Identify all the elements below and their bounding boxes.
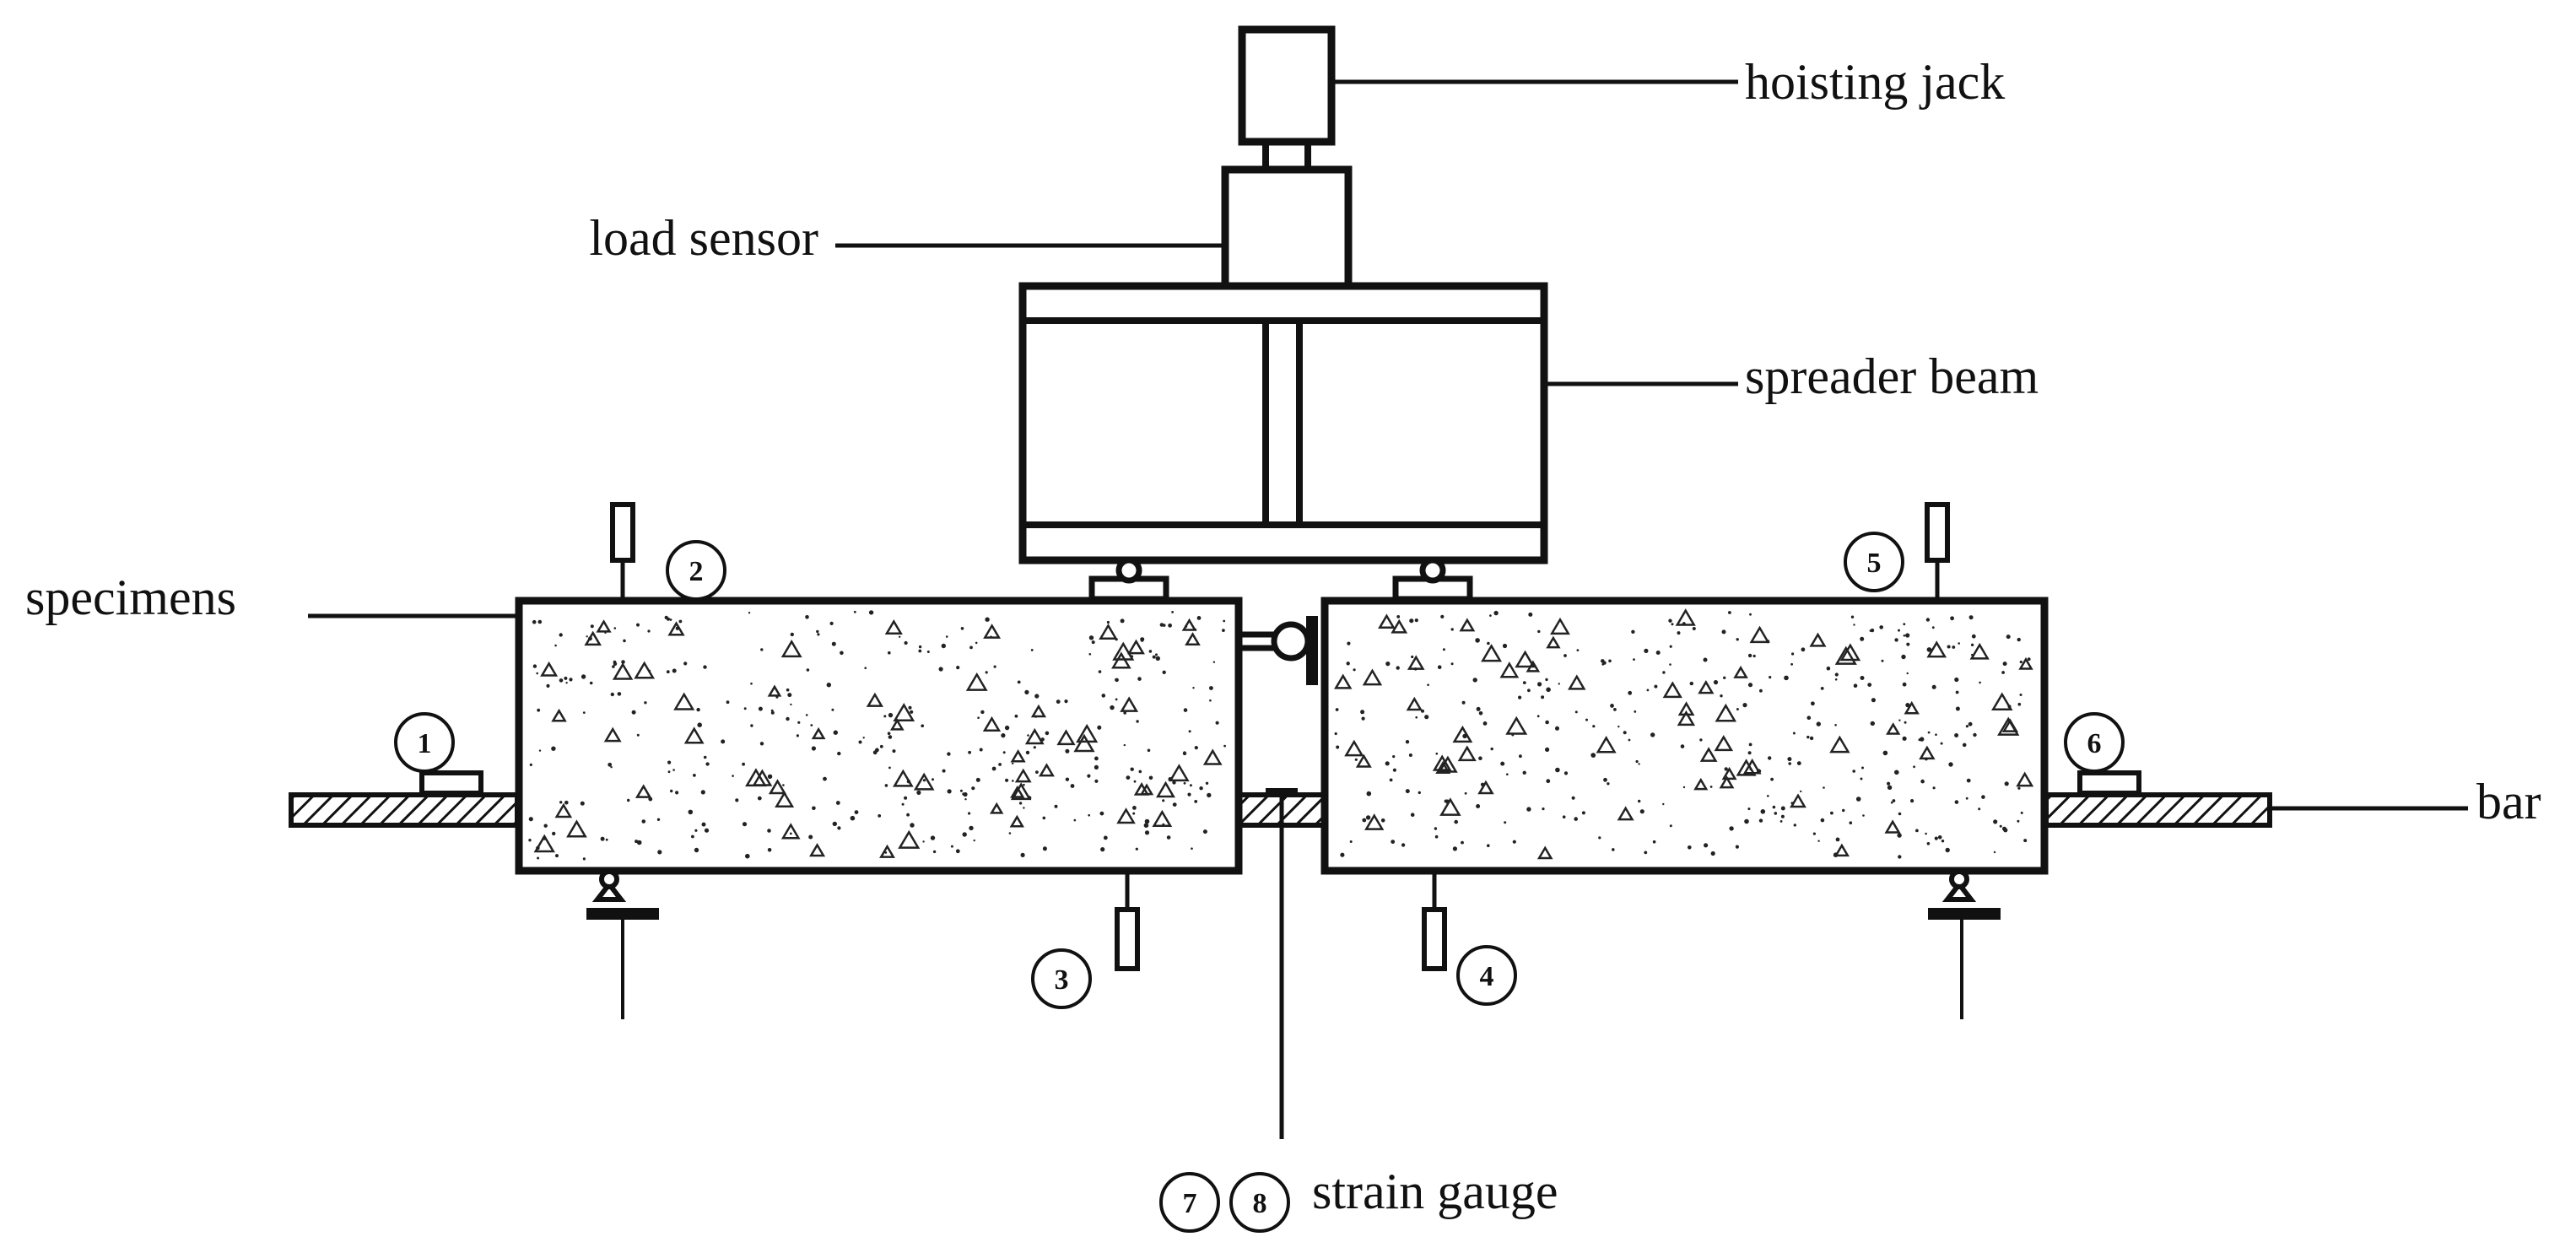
marker-2: 2 [666, 540, 726, 601]
svg-text:1: 1 [418, 728, 432, 759]
svg-text:3: 3 [1055, 964, 1069, 996]
concrete-texture-right [1334, 608, 2034, 860]
leader-lines [308, 79, 2468, 811]
transducer-5 [1925, 502, 1950, 601]
label-load-sensor: load sensor [589, 210, 818, 266]
transducer-2 [610, 502, 635, 601]
load-sensor [1221, 165, 1353, 290]
marker-1: 1 [394, 712, 455, 773]
transducer-6 [2077, 770, 2141, 796]
support-left [586, 869, 659, 1019]
hinge-joint [1240, 616, 1318, 685]
marker-4: 4 [1456, 945, 1517, 1006]
strain-gauge-lead [1266, 788, 1298, 1139]
concrete-texture-left [528, 610, 1226, 861]
spreader-beam [1018, 282, 1548, 564]
svg-text:6: 6 [2087, 728, 2102, 759]
svg-text:8: 8 [1253, 1188, 1267, 1219]
svg-text:5: 5 [1867, 548, 1882, 579]
marker-7: 7 [1159, 1172, 1220, 1233]
marker-8: 8 [1229, 1172, 1290, 1233]
hoisting-jack [1238, 25, 1336, 173]
marker-5: 5 [1844, 532, 1904, 592]
roller-support-left [1088, 557, 1169, 602]
label-strain-gauge: strain gauge [1312, 1164, 1558, 1219]
specimen-left [515, 597, 1243, 875]
specimen-right [1320, 597, 2049, 875]
label-spreader-beam: spreader beam [1745, 348, 2039, 404]
label-specimens: specimens [25, 570, 236, 625]
label-hoisting-jack: hoisting jack [1745, 54, 2005, 110]
marker-3: 3 [1031, 948, 1092, 1009]
marker-6: 6 [2064, 712, 2125, 773]
svg-text:4: 4 [1480, 961, 1494, 992]
roller-support-right [1392, 557, 1473, 602]
support-right [1928, 869, 2001, 1019]
transducer-4 [1422, 871, 1447, 971]
transducer-1 [419, 770, 483, 796]
svg-text:7: 7 [1183, 1188, 1197, 1219]
transducer-3 [1115, 871, 1140, 971]
label-bar: bar [2476, 774, 2541, 829]
svg-text:2: 2 [689, 556, 704, 587]
